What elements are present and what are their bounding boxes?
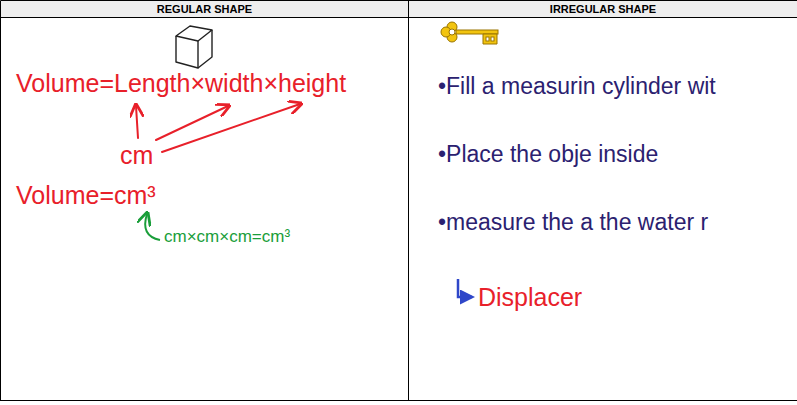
result-arrow	[458, 279, 472, 297]
cube-drawing	[176, 26, 212, 68]
unit-arrows	[136, 104, 300, 152]
column-header: IRREGULAR SHAPE	[409, 1, 797, 17]
volume-unit: Volume=cm³	[16, 180, 156, 210]
method-step: •Place the obje inside	[438, 140, 783, 168]
method-name: Displacer	[478, 282, 582, 312]
header-ground	[1, 1, 797, 17]
method-step: •Fill a measurin cylinder wit	[438, 72, 783, 100]
header-text: IRREGULAR SHAPE	[550, 3, 656, 15]
header-text: REGULAR SHAPE	[157, 3, 252, 15]
method-step: •measure the a the water r	[438, 208, 783, 236]
key-drawing	[441, 22, 498, 44]
unit-explanation: cm×cm×cm=cm³	[164, 226, 290, 248]
volume-formula: Volume=Length×width×height	[16, 68, 346, 98]
unit-label: cm	[120, 140, 153, 170]
column-header: REGULAR SHAPE	[1, 1, 408, 17]
cube-unit-arrow	[145, 214, 160, 240]
